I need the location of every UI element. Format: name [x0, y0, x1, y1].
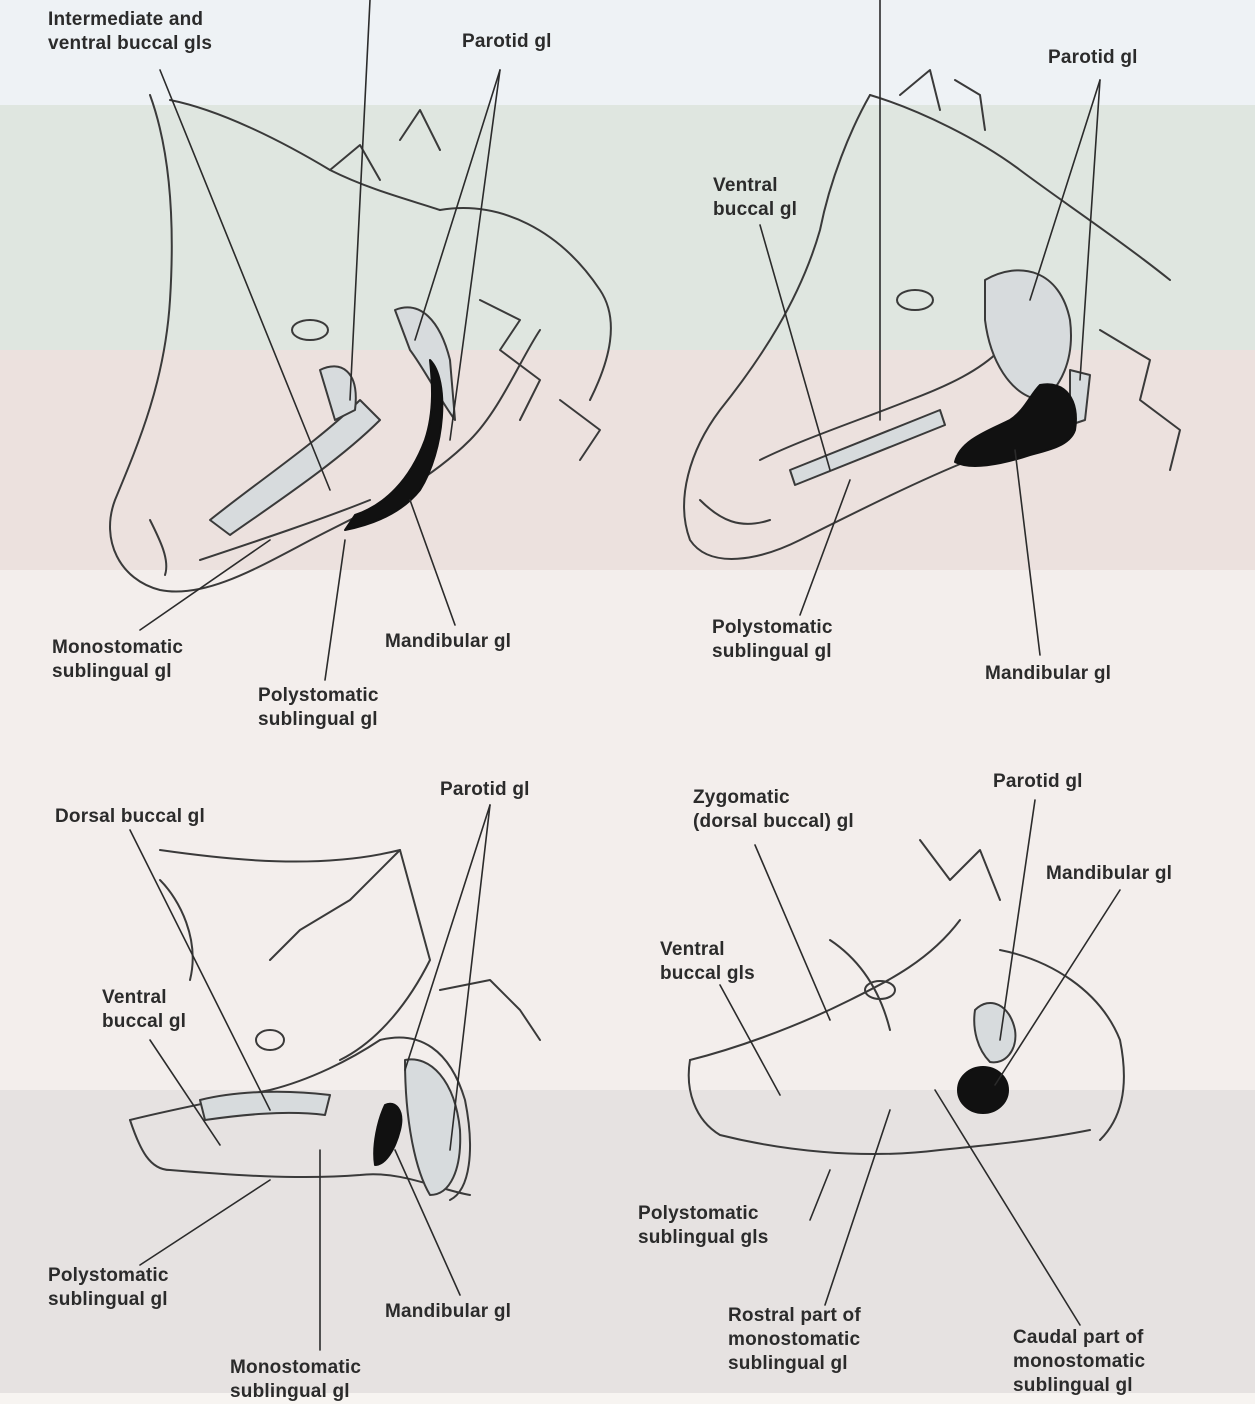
label-line: buccal gl [102, 1010, 186, 1034]
label-zygomatic-gland: Zygomatic (dorsal buccal) gl [693, 786, 854, 834]
label-line: sublingual gls [638, 1226, 769, 1250]
label-parotid-gland: Parotid gl [462, 30, 552, 54]
label-mandibular-gland: Mandibular gl [385, 1300, 511, 1324]
bl-buccal-glands [200, 1092, 330, 1120]
label-line: Mandibular gl [385, 630, 511, 654]
label-parotid-gland: Parotid gl [993, 770, 1083, 794]
label-parotid-gland: Parotid gl [440, 778, 530, 802]
label-polystomatic-sublingual-gland: Polystomatic sublingual gl [48, 1264, 169, 1312]
label-line: sublingual gl [230, 1380, 361, 1404]
label-line: Ventral [660, 938, 755, 962]
br-mandibular-gland [958, 1067, 1008, 1113]
label-ventral-buccal-glands: Ventral buccal gls [660, 938, 755, 986]
label-line: Parotid gl [462, 30, 552, 54]
label-line: Caudal part of [1013, 1326, 1145, 1350]
label-line: Mandibular gl [985, 662, 1111, 686]
label-monostomatic-sublingual-gland: Monostomatic sublingual gl [230, 1356, 361, 1404]
tl-buccal-glands [210, 366, 380, 535]
label-line: monostomatic [1013, 1350, 1145, 1374]
label-mandibular-gland: Mandibular gl [1046, 862, 1172, 886]
label-mandibular-gland: Mandibular gl [385, 630, 511, 654]
label-line: Ventral [713, 174, 797, 198]
label-rostral-monostomatic-sublingual-gland: Rostral part of monostomatic sublingual … [728, 1304, 861, 1376]
label-line: (dorsal buccal) gl [693, 810, 854, 834]
label-polystomatic-sublingual-glands: Polystomatic sublingual gls [638, 1202, 769, 1250]
label-line: Mandibular gl [385, 1300, 511, 1324]
label-line: sublingual gl [52, 660, 183, 684]
label-monostomatic-sublingual-gland: Monostomatic sublingual gl [52, 636, 183, 684]
label-ventral-buccal-gland: Ventral buccal gl [713, 174, 797, 222]
label-line: Polystomatic [258, 684, 379, 708]
label-mandibular-gland: Mandibular gl [985, 662, 1111, 686]
tl-parotid-gland [395, 307, 455, 420]
animal-head-drawing-4 [689, 840, 1124, 1154]
label-line: Rostral part of [728, 1304, 861, 1328]
label-line: ventral buccal gls [48, 32, 212, 56]
label-line: sublingual gl [48, 1288, 169, 1312]
br-parotid-gland [974, 1003, 1015, 1062]
label-line: Parotid gl [440, 778, 530, 802]
label-line: Parotid gl [1048, 46, 1138, 70]
label-line: sublingual gl [712, 640, 833, 664]
label-line: buccal gl [713, 198, 797, 222]
label-line: sublingual gl [728, 1352, 861, 1376]
label-dorsal-buccal-gland: Dorsal buccal gl [55, 805, 205, 829]
label-line: Intermediate and [48, 8, 212, 32]
label-polystomatic-sublingual-gland: Polystomatic sublingual gl [712, 616, 833, 664]
label-ventral-buccal-gland: Ventral buccal gl [102, 986, 186, 1034]
label-line: sublingual gl [258, 708, 379, 732]
label-line: Polystomatic [712, 616, 833, 640]
label-polystomatic-sublingual-gland: Polystomatic sublingual gl [258, 684, 379, 732]
label-line: monostomatic [728, 1328, 861, 1352]
label-line: Parotid gl [993, 770, 1083, 794]
label-caudal-monostomatic-sublingual-gland: Caudal part of monostomatic sublingual g… [1013, 1326, 1145, 1398]
label-line: buccal gls [660, 962, 755, 986]
label-line: Polystomatic [638, 1202, 769, 1226]
label-line: Zygomatic [693, 786, 854, 810]
label-line: Polystomatic [48, 1264, 169, 1288]
label-line: Ventral [102, 986, 186, 1010]
label-line: Monostomatic [230, 1356, 361, 1380]
label-line: Dorsal buccal gl [55, 805, 205, 829]
label-line: Monostomatic [52, 636, 183, 660]
label-intermediate-ventral-buccal-glands: Intermediate and ventral buccal gls [48, 8, 212, 56]
label-parotid-gland: Parotid gl [1048, 46, 1138, 70]
horse-head-drawing-2 [684, 70, 1180, 559]
label-line: Mandibular gl [1046, 862, 1172, 886]
label-line: sublingual gl [1013, 1374, 1145, 1398]
tr-buccal-glands [790, 410, 945, 485]
